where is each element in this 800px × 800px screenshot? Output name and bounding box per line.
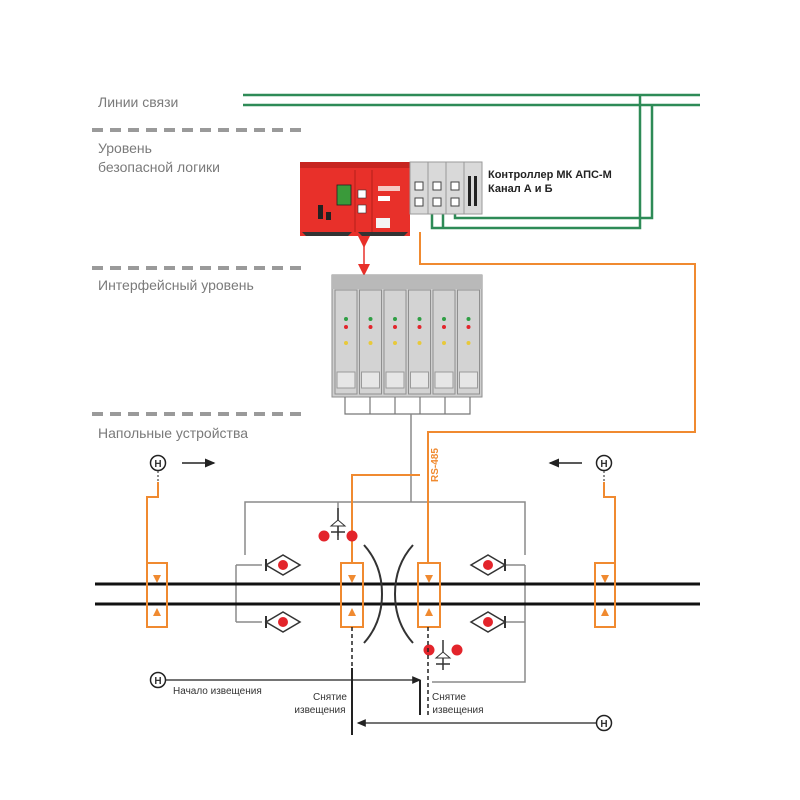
controller-title: Контроллер МК АПС-М <box>488 169 612 181</box>
level-label-communication: Линии связи <box>98 94 178 110</box>
marker-cancel-notification: Н <box>356 714 613 732</box>
level-label-safe-logic-1: Уровень <box>98 140 152 156</box>
svg-text:Н: Н <box>600 719 607 730</box>
interface-module <box>383 289 407 395</box>
signal-diamonds <box>264 554 507 633</box>
label-cancel-1b: извещения <box>294 705 345 716</box>
level-label-interface: Интерфейсный уровень <box>98 277 254 293</box>
crossing-signal-top <box>318 508 358 542</box>
interface-module <box>359 289 382 395</box>
controller-grey-modules <box>409 161 483 215</box>
sensor-arrows <box>153 575 609 616</box>
marker-left-top: Н <box>149 454 216 482</box>
label-cancel-2b: извещения <box>432 705 483 716</box>
svg-text:Н: Н <box>600 459 607 470</box>
marker-start-notification: Н <box>149 671 422 689</box>
crossing-signal-bottom <box>423 640 463 670</box>
interface-module <box>457 289 480 395</box>
level-label-safe-logic-2: безопасной логики <box>98 159 220 175</box>
rs485-label: RS-485 <box>430 448 441 482</box>
controller-subtitle: Канал А и Б <box>488 183 553 195</box>
interface-wiring-drops <box>369 397 446 414</box>
field-wiring <box>235 414 526 683</box>
label-start-notification: Начало извещения <box>173 686 262 697</box>
svg-text:Н: Н <box>154 676 161 687</box>
interface-wiring <box>344 397 471 415</box>
svg-text:Н: Н <box>154 459 161 470</box>
crossing-barriers <box>363 544 414 644</box>
interface-module <box>408 289 431 395</box>
controller-red-module <box>300 162 410 236</box>
level-label-field: Напольные устройства <box>98 425 248 441</box>
interface-module <box>334 289 358 395</box>
marker-right-top: Н <box>548 454 613 482</box>
interface-module <box>432 289 456 395</box>
label-cancel-2a: Снятие <box>432 692 466 703</box>
interface-modules <box>331 274 483 398</box>
label-cancel-1a: Снятие <box>313 692 347 703</box>
